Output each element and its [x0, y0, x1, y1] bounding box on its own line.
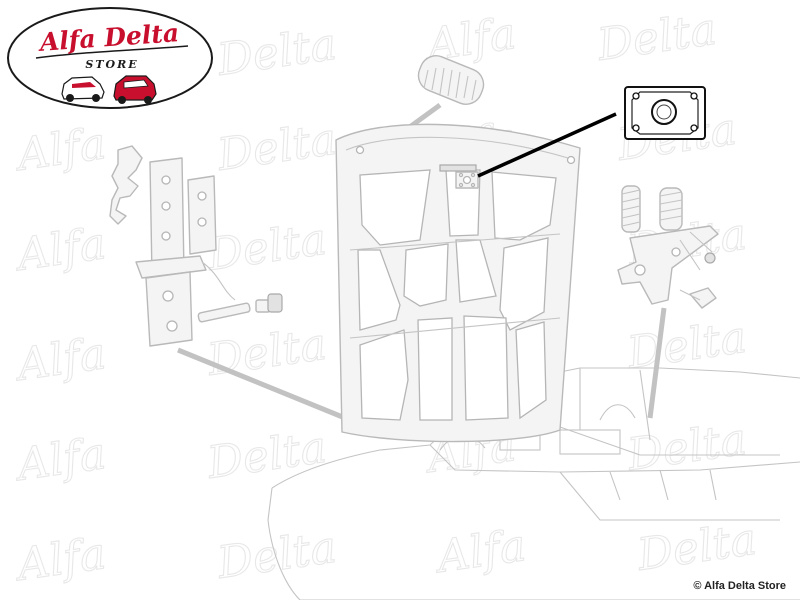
logo-car-white-icon — [61, 76, 105, 102]
rubber-bumper-icon — [417, 55, 485, 105]
watermark-text: Alfa — [10, 528, 109, 591]
hood-lock-springs-icon — [621, 185, 683, 233]
watermark-text: Delta — [203, 422, 329, 489]
hinge-bolt-icon — [255, 293, 283, 313]
watermark-text: Delta — [213, 19, 339, 86]
watermark-text: Delta — [213, 114, 339, 181]
watermark-text: Alfa — [430, 520, 529, 583]
latch-leader — [647, 307, 667, 419]
hood-lock-plate-mount — [455, 171, 479, 189]
brand-logo: Alfa Delta STORE — [7, 7, 213, 109]
hood-lock-plate-icon[interactable] — [624, 86, 706, 140]
watermark-text: Delta — [213, 522, 339, 589]
watermark-text: Delta — [593, 4, 719, 71]
watermark-text: Alfa — [10, 328, 109, 391]
copyright-notice: © Alfa Delta Store — [693, 580, 786, 592]
lock-plate-leader — [477, 112, 617, 178]
watermark-text: Alfa — [10, 218, 109, 281]
hinge-pin-icon — [197, 302, 251, 323]
watermark-text: Delta — [203, 319, 329, 386]
logo-car-red-icon — [113, 75, 157, 104]
logo-store-text: STORE — [85, 58, 138, 71]
hood-hinge-bracket-icon — [109, 145, 236, 347]
watermark-text: Delta — [203, 214, 329, 281]
logo-underline-swoosh — [35, 45, 189, 59]
watermark-text: Delta — [633, 514, 759, 581]
hinge-leader — [177, 347, 346, 421]
hood-latch-assembly-icon — [617, 225, 719, 309]
watermark-text: Alfa — [10, 118, 109, 181]
watermark-text: Alfa — [10, 428, 109, 491]
